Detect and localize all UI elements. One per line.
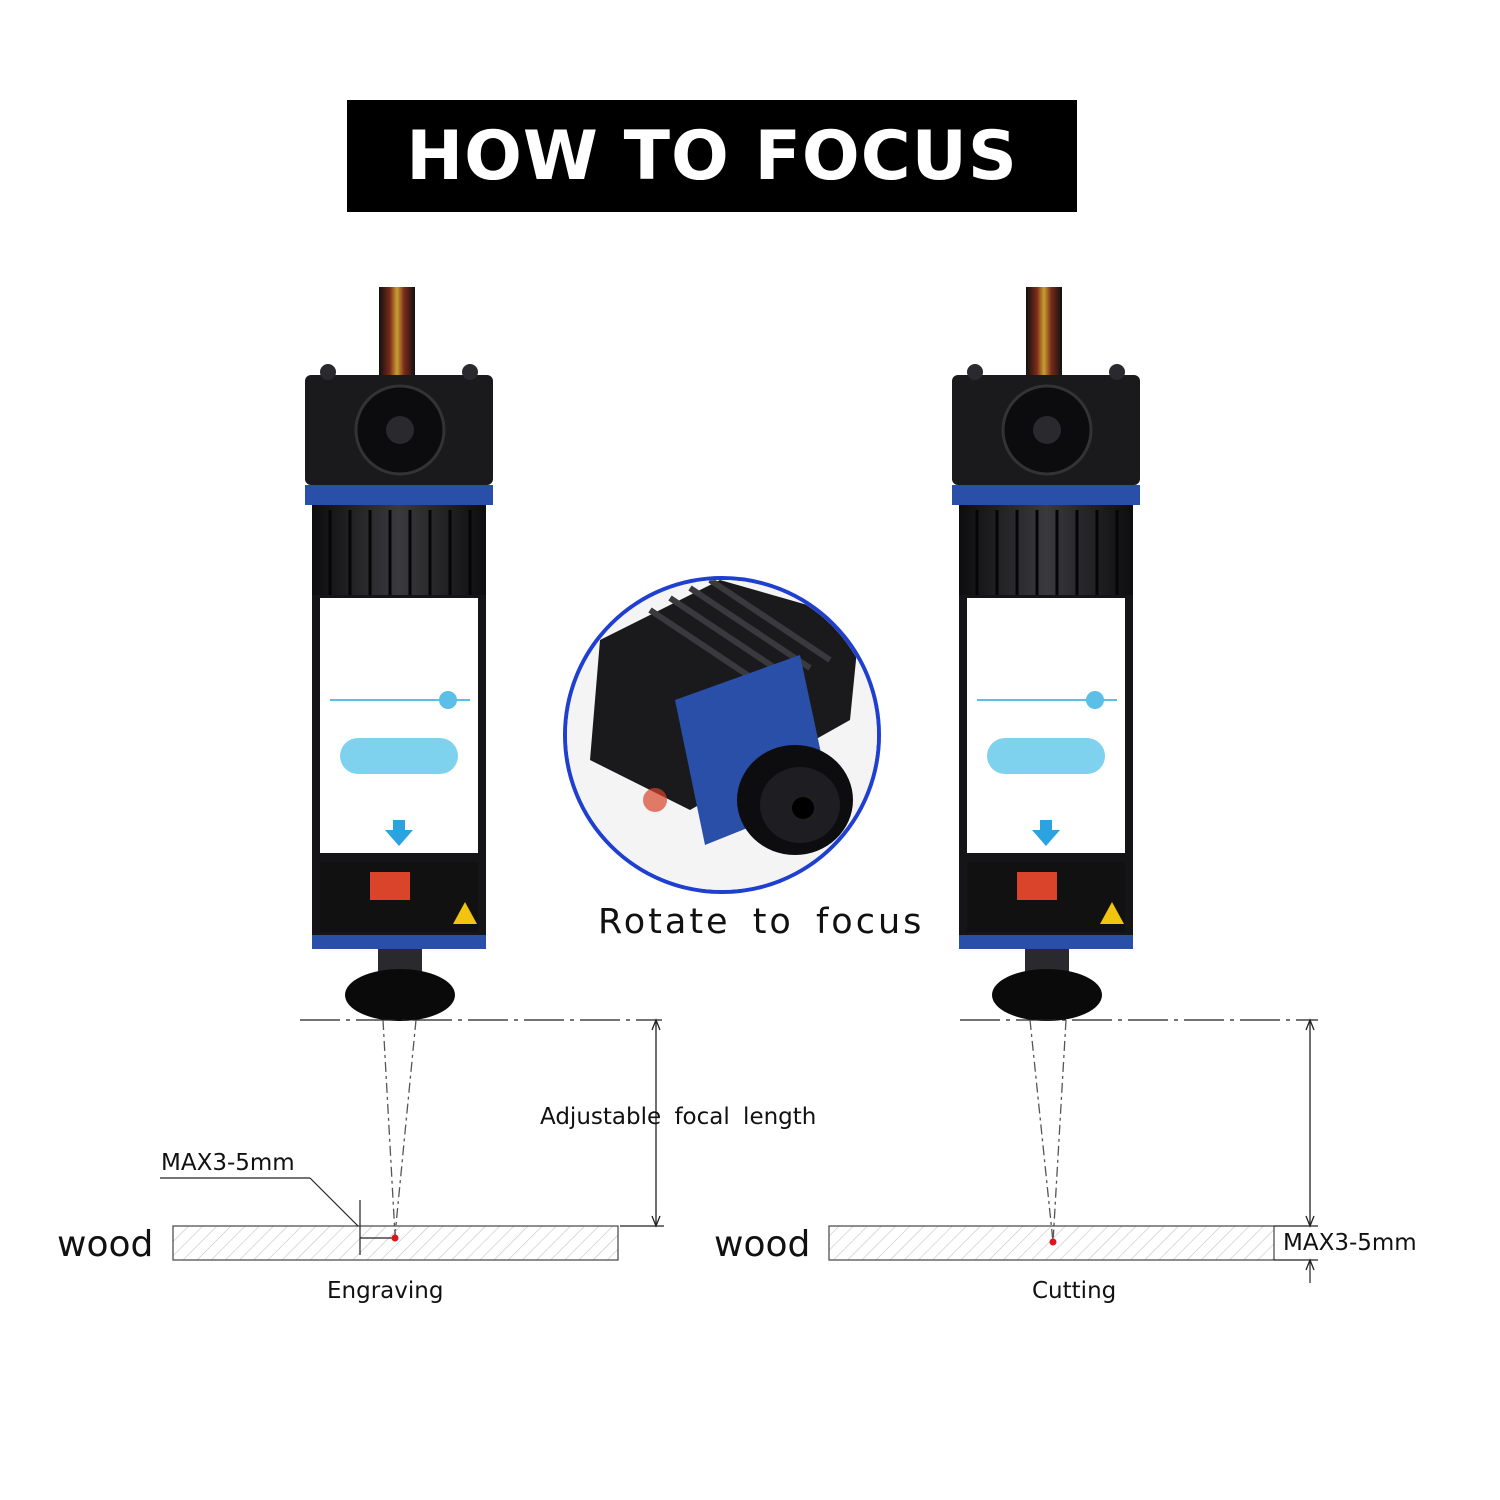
cutting-diagram [828, 1018, 1318, 1283]
screw-icon [462, 364, 478, 380]
focal-length-label: Adjustable focal length [540, 1104, 817, 1130]
warning-icon [453, 902, 477, 924]
safety-label [320, 598, 478, 853]
blue-band-top [952, 485, 1140, 505]
no-eye-icon [643, 788, 667, 812]
focus-lens-ring [992, 969, 1102, 1021]
rotate-to-focus-caption: Rotate to focus [598, 902, 925, 942]
laser-burst-icon [439, 691, 457, 709]
warning-icon [1100, 902, 1124, 924]
engraving-diagram [160, 1018, 664, 1261]
power-cable [1026, 287, 1062, 382]
blue-band-top [305, 485, 493, 505]
danger-sticker [370, 872, 410, 900]
laser-beam-line [1029, 1019, 1054, 1243]
blue-band-bottom [312, 935, 486, 949]
engraving-caption: Engraving [327, 1278, 444, 1304]
blue-band-bottom [959, 935, 1133, 949]
safety-label [967, 598, 1125, 853]
wood-label-left: wood [57, 1224, 154, 1265]
wood-workpiece [172, 1225, 619, 1261]
screw-icon [967, 364, 983, 380]
laser-beam-line [394, 1019, 417, 1236]
laser-beam-line [1052, 1019, 1067, 1243]
laser-module-left [305, 287, 493, 1021]
screw-icon [1109, 364, 1125, 380]
laser-beam-line [382, 1019, 396, 1236]
focus-lens-ring [345, 969, 455, 1021]
page-title: HOW TO FOCUS [406, 116, 1018, 196]
wood-label-right: wood [714, 1224, 811, 1265]
laser-module-right [952, 287, 1140, 1021]
focus-point [391, 1234, 399, 1242]
focus-point [1049, 1238, 1057, 1246]
cutting-caption: Cutting [1032, 1278, 1117, 1304]
arrow-down-icon [385, 820, 413, 846]
screw-icon [320, 364, 336, 380]
arrow-down-icon [1032, 820, 1060, 846]
tolerance-label-left: MAX3-5mm [161, 1150, 295, 1176]
heatsink-fins [312, 505, 486, 595]
power-cable [379, 287, 415, 382]
danger-badge [987, 738, 1105, 774]
leader-line [309, 1177, 359, 1227]
danger-sticker [1017, 872, 1057, 900]
laser-burst-icon [1086, 691, 1104, 709]
focus-closeup [563, 576, 881, 894]
heatsink-fins [959, 505, 1133, 595]
title-banner: HOW TO FOCUS [347, 100, 1077, 212]
tolerance-label-right: MAX3-5mm [1283, 1230, 1417, 1256]
danger-badge [340, 738, 458, 774]
